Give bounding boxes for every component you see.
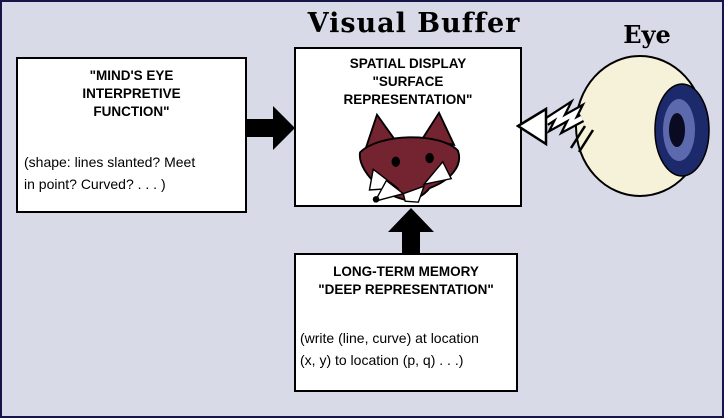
spatial-display-box: SPATIAL DISPLAY "SURFACE REPRESENTATION": [294, 47, 522, 207]
heading-line: "DEEP REPRESENTATION": [318, 282, 494, 297]
arrow-right-icon: [246, 106, 295, 150]
diagram-title: Visual Buffer: [307, 8, 521, 39]
heading-line: FUNCTION": [93, 104, 170, 119]
interpretive-heading: "MIND'S EYE INTERPRETIVE FUNCTION": [18, 59, 245, 121]
body-line: (shape: lines slanted? Meet: [24, 154, 196, 170]
body-line: (x, y) to location (p, q) . . .): [300, 352, 464, 368]
interpretive-function-box: "MIND'S EYE INTERPRETIVE FUNCTION" (shap…: [16, 57, 247, 213]
long-term-memory-box: LONG-TERM MEMORY "DEEP REPRESENTATION" (…: [294, 253, 518, 392]
eyeball-icon: [575, 55, 710, 197]
heading-line: SPATIAL DISPLAY: [349, 56, 467, 71]
interpretive-body: (shape: lines slanted? Meet in point? Cu…: [18, 151, 245, 195]
memory-heading: LONG-TERM MEMORY "DEEP REPRESENTATION": [296, 255, 516, 299]
heading-line: "SURFACE: [372, 74, 444, 89]
memory-body: (write (line, curve) at location (x, y) …: [296, 327, 516, 371]
body-line: (write (line, curve) at location: [300, 330, 479, 346]
body-line: in point? Curved? . . . ): [24, 176, 166, 192]
heading-line: "MIND'S EYE: [89, 68, 174, 83]
heading-line: REPRESENTATION": [343, 92, 473, 107]
eye-label: Eye: [623, 20, 671, 49]
heading-line: INTERPRETIVE: [82, 86, 181, 101]
spatial-heading: SPATIAL DISPLAY "SURFACE REPRESENTATION": [296, 49, 520, 109]
fox-icon: [358, 111, 461, 203]
heading-line: LONG-TERM MEMORY: [333, 264, 479, 279]
lightning-arrow-icon: [516, 98, 595, 153]
arrow-up-icon: [388, 208, 434, 254]
